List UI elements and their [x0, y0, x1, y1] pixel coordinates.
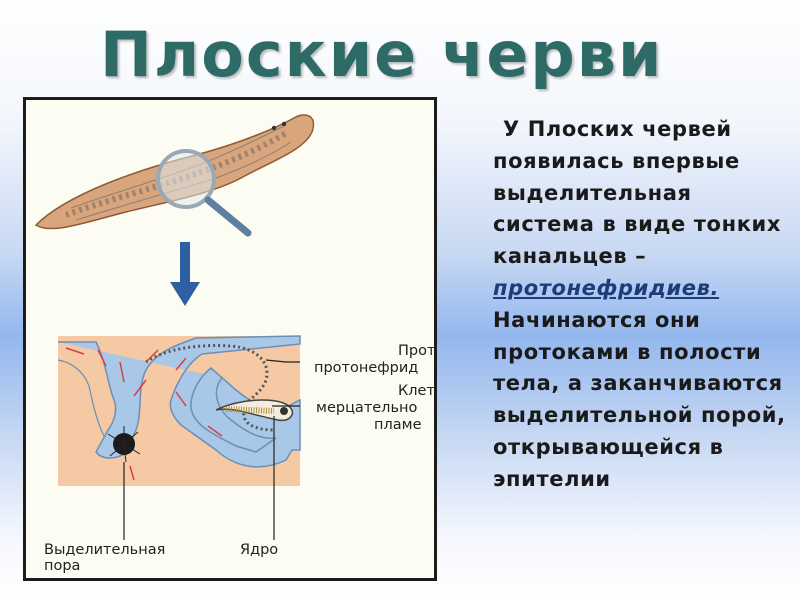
- label-cell-line3: пламе: [374, 417, 422, 433]
- leader-lines: [123, 359, 300, 540]
- label-protonephridia-line2: протонефрид: [314, 360, 419, 376]
- label-excretory-pore-line2: пора: [44, 558, 81, 574]
- label-excretory-pore-line1: Выделительная: [44, 542, 166, 558]
- label-cell-line1: Клет: [398, 383, 435, 399]
- body-text-highlight: протонефридиев.: [493, 275, 720, 300]
- body-text-rest: Начинаются они протоками в полости тела,…: [493, 307, 786, 491]
- down-arrow-icon: [170, 242, 200, 306]
- section-diagram: [57, 335, 301, 486]
- flatworm-illustration: [34, 114, 315, 540]
- magnifier-icon: [156, 149, 252, 237]
- label-cell-line2: мерцательно: [316, 400, 418, 416]
- slide-body-text: У Плоских червей появилась впервые выдел…: [493, 114, 793, 496]
- body-text-intro: У Плоских червей появилась впервые выдел…: [493, 117, 782, 269]
- figure-panel: Прот протонефрид Клет мерцательно пламе …: [23, 97, 437, 581]
- label-protonephridia-line1: Прот: [398, 343, 436, 359]
- label-nucleus: Ядро: [240, 542, 279, 558]
- slide-title: Плоские черви: [100, 18, 664, 91]
